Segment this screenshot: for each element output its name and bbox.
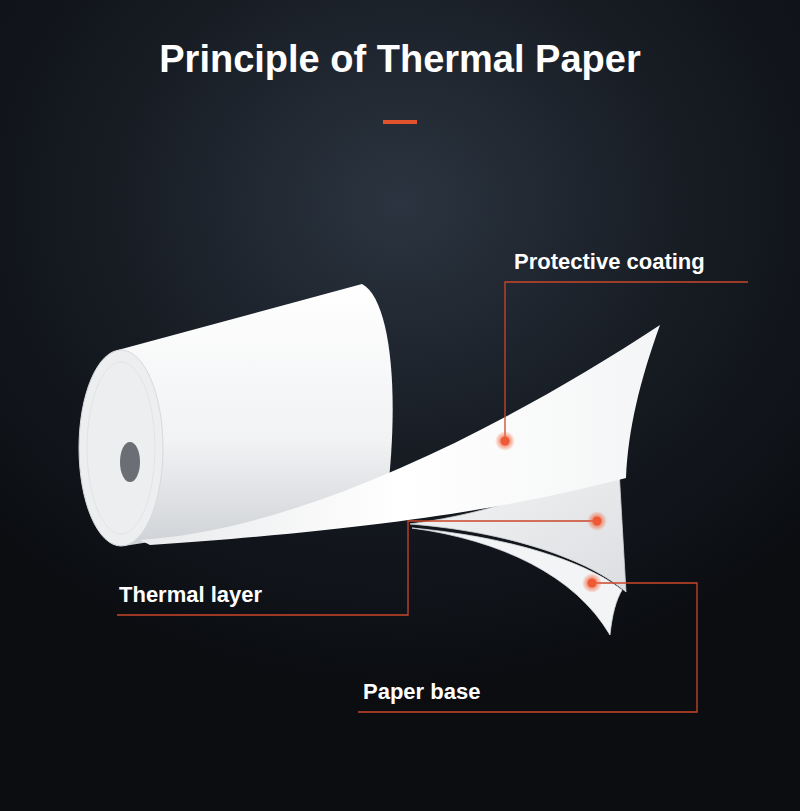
layer-label: Thermal layer (119, 582, 262, 608)
layer-label: Protective coating (514, 249, 705, 275)
layer-label: Paper base (363, 679, 480, 705)
accent-bar (383, 120, 417, 124)
callout-dots (495, 431, 607, 593)
leader-lines (117, 282, 748, 712)
protective-coating-sheet (140, 325, 660, 545)
roll-core (120, 442, 140, 482)
roll-end (79, 350, 163, 546)
diagram-title: Principle of Thermal Paper (0, 38, 800, 81)
roll-rings (87, 362, 155, 534)
